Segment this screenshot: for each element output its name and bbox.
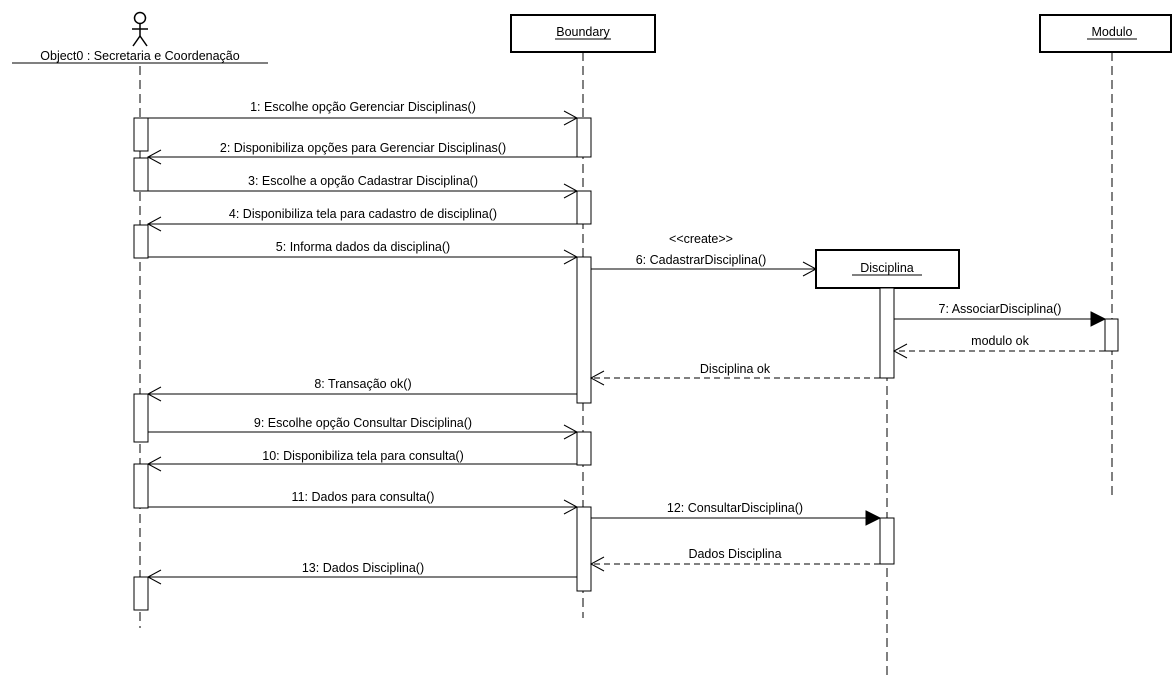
return-disciplina-ok: Disciplina ok <box>589 362 880 386</box>
message-8: 8: Transação ok() <box>146 377 577 402</box>
return-dados-disciplina: Dados Disciplina <box>589 547 880 572</box>
message-1: 1: Escolhe opção Gerenciar Disciplinas() <box>148 100 579 126</box>
activation-bar <box>879 517 895 565</box>
svg-text:2: Disponibiliza opções para G: 2: Disponibiliza opções para Gerenciar D… <box>220 141 506 155</box>
activation-bar <box>133 224 149 259</box>
activation-bar <box>879 287 895 379</box>
activation-bar <box>576 190 592 225</box>
activation-bar <box>576 256 592 404</box>
activation-bar <box>1104 318 1119 352</box>
svg-text:13: Dados Disciplina(): 13: Dados Disciplina() <box>302 561 424 575</box>
disciplina-participant[interactable]: Disciplina <box>815 249 960 289</box>
message-9: 9: Escolhe opção Consultar Disciplina() <box>148 416 579 440</box>
svg-text:10: Disponibiliza tela para co: 10: Disponibiliza tela para consulta() <box>262 449 464 463</box>
activation-bar <box>133 157 149 192</box>
message-10: 10: Disponibiliza tela para consulta() <box>146 449 577 472</box>
return-modulo-ok: modulo ok <box>892 334 1105 359</box>
svg-text:4: Disponibiliza tela para cad: 4: Disponibiliza tela para cadastro de d… <box>229 207 497 221</box>
activation-bar <box>133 393 149 443</box>
svg-text:5: Informa dados da disciplina: 5: Informa dados da disciplina() <box>276 240 450 254</box>
svg-text:3: Escolhe a opção Cadastrar D: 3: Escolhe a opção Cadastrar Disciplina(… <box>248 174 478 188</box>
actor-label: Object0 : Secretaria e Coordenação <box>40 49 239 63</box>
svg-text:7: AssociarDisciplina(): 7: AssociarDisciplina() <box>939 302 1062 316</box>
stick-figure-icon <box>132 11 148 47</box>
activation-bar <box>576 117 592 158</box>
message-11: 11: Dados para consulta() <box>148 490 579 515</box>
message-13: 13: Dados Disciplina() <box>146 561 577 585</box>
message-6-create: <<create>> 6: CadastrarDisciplina() <box>591 232 818 277</box>
activation-bar <box>133 576 149 611</box>
boundary-participant[interactable]: Boundary <box>510 14 656 53</box>
svg-text:modulo ok: modulo ok <box>971 334 1029 348</box>
modulo-participant[interactable]: Modulo <box>1039 14 1172 53</box>
activation-bar <box>576 506 592 592</box>
message-5: 5: Informa dados da disciplina() <box>148 240 579 265</box>
svg-text:11: Dados para consulta(): 11: Dados para consulta() <box>292 490 435 504</box>
message-7: 7: AssociarDisciplina() <box>894 302 1107 327</box>
create-stereotype: <<create>> <box>669 232 733 246</box>
svg-text:Dados Disciplina: Dados Disciplina <box>688 547 781 561</box>
disciplina-label: Disciplina <box>860 261 914 275</box>
svg-text:9: Escolhe opção Consultar Dis: 9: Escolhe opção Consultar Disciplina() <box>254 416 472 430</box>
activation-bars <box>133 117 1119 611</box>
activation-bar <box>133 117 149 152</box>
activation-bar <box>133 463 149 509</box>
boundary-label: Boundary <box>556 25 610 39</box>
actor-participant[interactable]: Object0 : Secretaria e Coordenação <box>12 11 268 64</box>
message-4: 4: Disponibiliza tela para cadastro de d… <box>146 207 577 232</box>
svg-text:1: Escolhe opção Gerenciar Dis: 1: Escolhe opção Gerenciar Disciplinas() <box>250 100 476 114</box>
modulo-label: Modulo <box>1092 25 1133 39</box>
svg-text:12: ConsultarDisciplina(): 12: ConsultarDisciplina() <box>667 501 803 515</box>
activation-bar <box>576 431 592 466</box>
svg-text:8: Transação ok(): 8: Transação ok() <box>314 377 411 391</box>
message-3: 3: Escolhe a opção Cadastrar Disciplina(… <box>148 174 579 199</box>
message-12: 12: ConsultarDisciplina() <box>591 501 882 526</box>
svg-text:Disciplina ok: Disciplina ok <box>700 362 771 376</box>
message-2: 2: Disponibiliza opções para Gerenciar D… <box>146 141 577 165</box>
svg-text:6: CadastrarDisciplina(): 6: CadastrarDisciplina() <box>636 253 767 267</box>
